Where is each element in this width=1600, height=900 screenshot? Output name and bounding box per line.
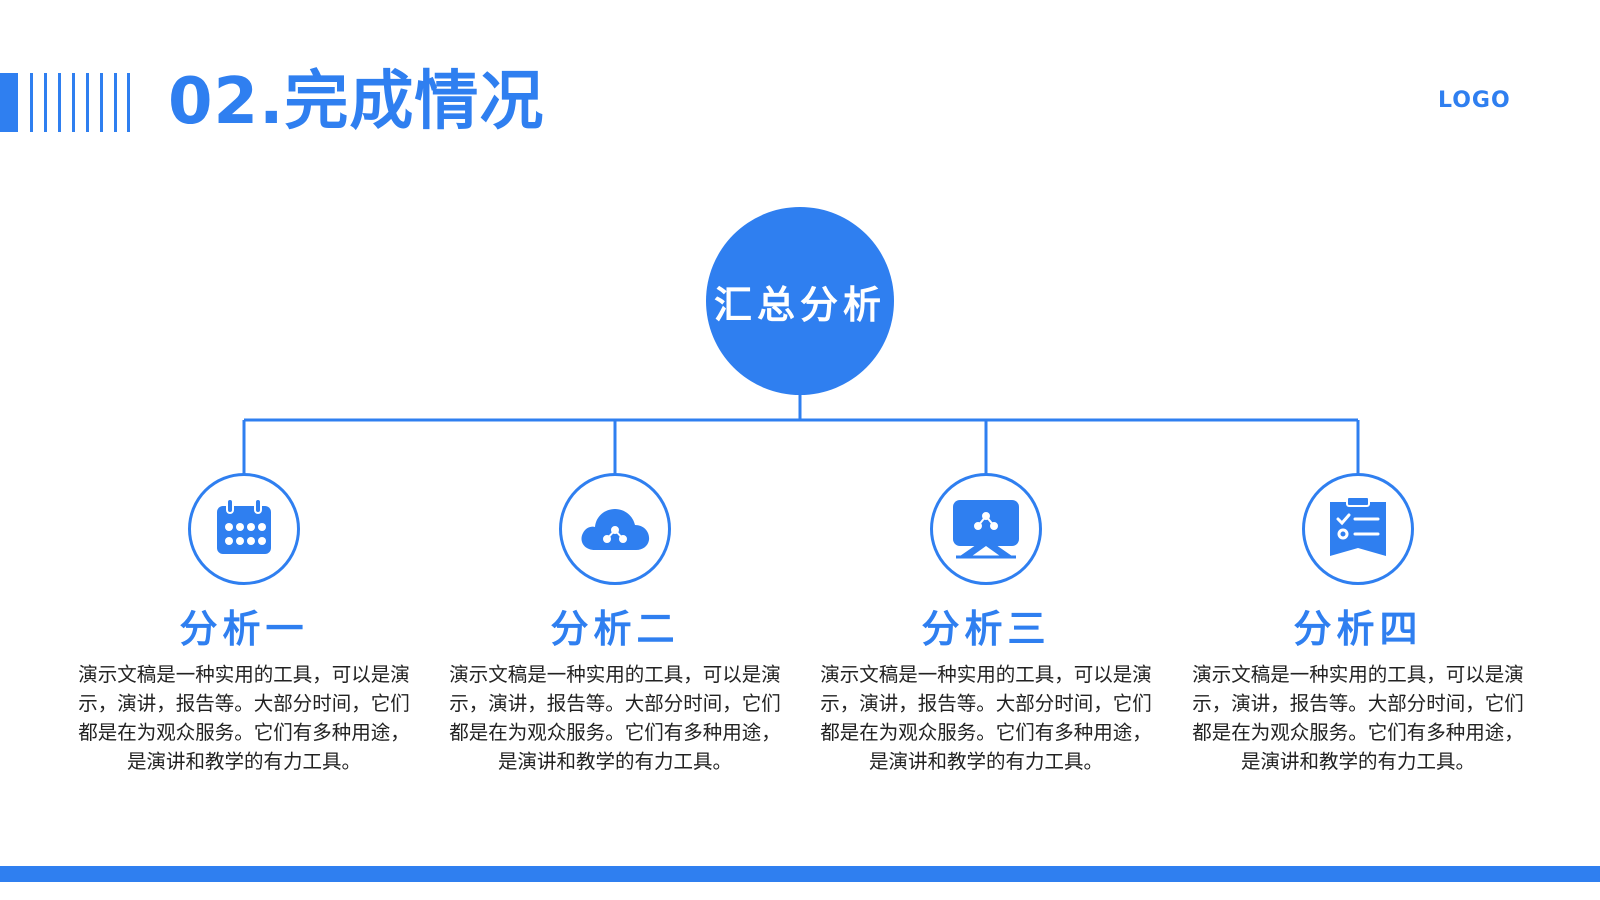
node-title: 分析一 — [179, 607, 309, 651]
header-stripes-decoration — [0, 73, 140, 132]
node-description: 演示文稿是一种实用的工具，可以是演示，演讲，报告等。大部分时间，它们都是在为观众… — [820, 663, 1152, 773]
checklist-icon — [1330, 496, 1386, 556]
node-icon-circle — [559, 473, 671, 585]
calendar-icon — [217, 498, 271, 554]
node-title: 分析三 — [921, 607, 1051, 651]
node-title: 分析四 — [1293, 607, 1423, 651]
node-icon-circle — [930, 473, 1042, 585]
hub-label: 汇总分析 — [713, 282, 886, 327]
page-title: 02.完成情况 — [168, 65, 545, 139]
summary-hub: 汇总分析 — [706, 207, 894, 395]
node-icon-circle — [188, 473, 300, 585]
screen-share-icon — [953, 500, 1019, 559]
node-description: 演示文稿是一种实用的工具，可以是演示，演讲，报告等。大部分时间，它们都是在为观众… — [78, 663, 410, 773]
node-title: 分析二 — [550, 607, 680, 651]
cloud-share-icon — [581, 509, 650, 550]
logo: LOGO — [1438, 88, 1511, 113]
bottom-accent-bar — [0, 866, 1600, 882]
node-description: 演示文稿是一种实用的工具，可以是演示，演讲，报告等。大部分时间，它们都是在为观众… — [449, 663, 781, 773]
node-icon-circle — [1302, 473, 1414, 585]
node-description: 演示文稿是一种实用的工具，可以是演示，演讲，报告等。大部分时间，它们都是在为观众… — [1192, 663, 1524, 773]
